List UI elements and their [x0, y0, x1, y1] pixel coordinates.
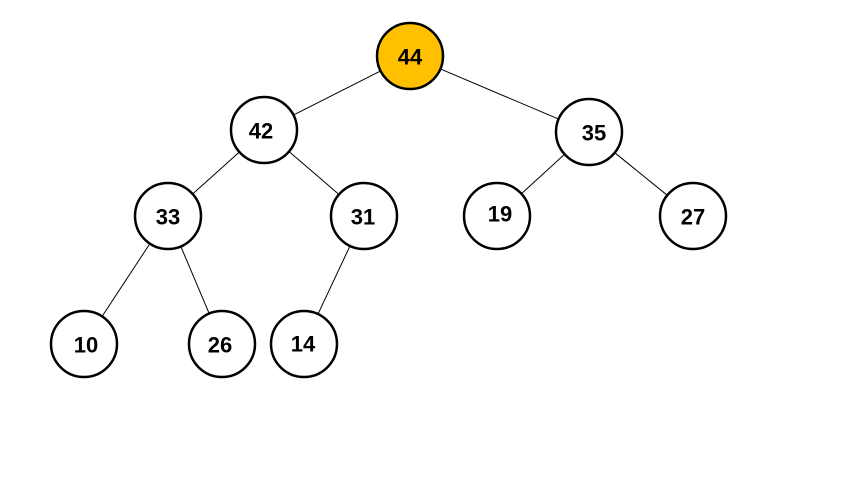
- node-label: 33: [156, 205, 180, 230]
- node-label: 31: [351, 205, 375, 230]
- tree-node-31: 31: [329, 181, 399, 251]
- edge-44-42: [293, 70, 381, 116]
- edge-35-19: [521, 153, 565, 195]
- tree-edges: [101, 68, 668, 317]
- tree-node-14: 14: [269, 309, 339, 379]
- tree-nodes: 44 42 35 33 31 19 27 10 26 14: [49, 21, 728, 379]
- tree-node-10: 10: [49, 309, 119, 379]
- node-circle: [229, 95, 299, 165]
- edge-42-33: [192, 151, 240, 195]
- node-circle: [554, 97, 624, 167]
- node-circle: [269, 309, 339, 379]
- node-circle: [133, 181, 203, 251]
- node-label: 44: [398, 45, 423, 70]
- highlighted-node-circle: [375, 21, 445, 91]
- node-circle: [329, 181, 399, 251]
- edge-33-10: [101, 243, 151, 317]
- node-label: 35: [582, 121, 606, 146]
- tree-node-19: 19: [462, 181, 532, 251]
- node-label: 19: [488, 202, 512, 227]
- node-label: 27: [681, 205, 705, 230]
- edge-35-27: [614, 152, 668, 196]
- edge-33-26: [180, 246, 210, 314]
- tree-node-44: 44: [375, 21, 445, 91]
- tree-node-35: 35: [554, 97, 624, 167]
- node-circle: [658, 181, 728, 251]
- node-label: 26: [208, 333, 232, 358]
- edge-44-35: [440, 68, 559, 120]
- tree-node-27: 27: [658, 181, 728, 251]
- node-label: 10: [74, 333, 98, 358]
- tree-node-26: 26: [187, 309, 257, 379]
- node-label: 14: [291, 332, 316, 357]
- node-circle: [49, 309, 119, 379]
- edge-31-14: [317, 245, 351, 315]
- node-label: 42: [249, 119, 273, 144]
- node-circle: [187, 309, 257, 379]
- tree-node-33: 33: [133, 181, 203, 251]
- edge-42-31: [288, 151, 340, 195]
- node-circle: [462, 181, 532, 251]
- tree-node-42: 42: [229, 95, 299, 165]
